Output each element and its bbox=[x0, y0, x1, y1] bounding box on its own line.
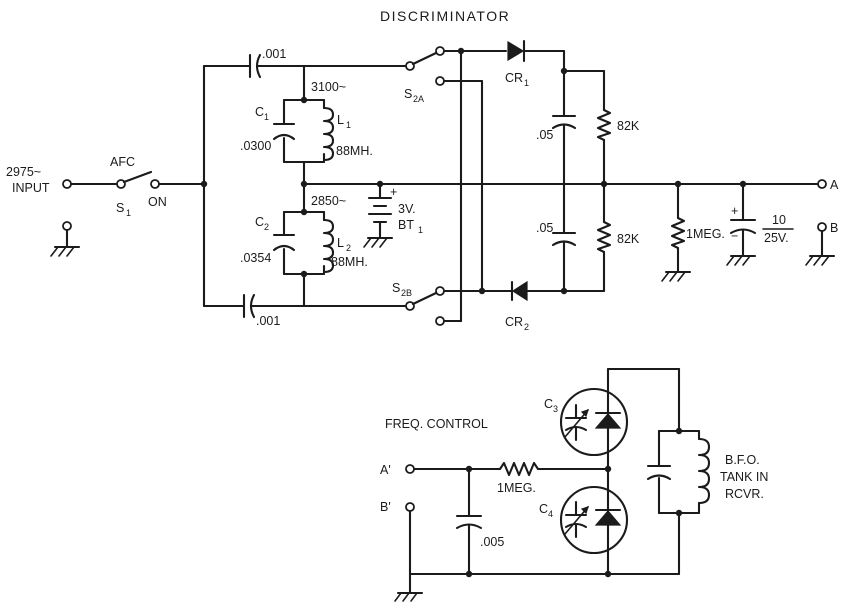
diode-cr2 bbox=[510, 280, 606, 302]
resistor-82k-upper bbox=[596, 108, 612, 142]
input-terminal bbox=[62, 179, 72, 189]
s1-subscript: 1 bbox=[126, 208, 131, 218]
cr2-label: CR bbox=[505, 315, 523, 329]
s2a-subscript: 2A bbox=[413, 94, 424, 104]
c1-subscript: 1 bbox=[264, 112, 269, 122]
c2-value: .0354 bbox=[240, 251, 271, 265]
varactor-c4 bbox=[559, 485, 629, 555]
input-label: INPUT bbox=[12, 181, 50, 195]
cap-top-label: .001 bbox=[262, 47, 286, 61]
title: DISCRIMINATOR bbox=[380, 8, 510, 24]
resistor-1meg-fc bbox=[498, 461, 540, 477]
bfo-line-2: TANK IN bbox=[720, 470, 768, 484]
c1-value: .0300 bbox=[240, 139, 271, 153]
junction-dots bbox=[200, 47, 747, 295]
l2-value: 88MH. bbox=[331, 255, 368, 269]
l1-subscript: 1 bbox=[346, 120, 351, 130]
diode-cr1 bbox=[507, 39, 566, 63]
s2b-label: S bbox=[392, 281, 400, 295]
capacitor-05-lower bbox=[551, 231, 577, 247]
battery-plus: + bbox=[390, 185, 397, 199]
switch-s2b bbox=[405, 49, 514, 326]
c2-subscript: 2 bbox=[264, 222, 269, 232]
l2-label: L bbox=[337, 236, 344, 250]
input-terminal-b-prime bbox=[405, 502, 415, 512]
bfo-tank bbox=[646, 429, 711, 515]
resistor-1meg-load bbox=[661, 182, 692, 282]
battery-label: BT bbox=[398, 218, 414, 232]
input-section bbox=[50, 170, 206, 257]
inductor-l2 bbox=[322, 218, 335, 274]
cr2-subscript: 2 bbox=[524, 322, 529, 332]
bfo-inductor bbox=[697, 437, 711, 505]
l1-label: L bbox=[337, 113, 344, 127]
c4-label: C bbox=[539, 502, 548, 516]
freq-lower-label: 2850~ bbox=[311, 194, 346, 208]
s2b-subscript: 2B bbox=[401, 288, 412, 298]
res-upper-label: 82K bbox=[617, 119, 640, 133]
varactor-c3 bbox=[559, 387, 629, 457]
cap-upper-label: .05 bbox=[536, 128, 553, 142]
c2-label: C bbox=[255, 215, 264, 229]
inductor-l1 bbox=[322, 106, 335, 162]
battery-subscript: 1 bbox=[418, 225, 423, 235]
elec-plus: + bbox=[731, 204, 738, 218]
c4-subscript: 4 bbox=[548, 509, 553, 519]
cr1-label: CR bbox=[505, 71, 523, 85]
input-a-prime-label: A' bbox=[380, 463, 391, 477]
s1-blade bbox=[122, 170, 153, 184]
s1-label: S bbox=[116, 201, 124, 215]
l1-value: 88MH. bbox=[336, 144, 373, 158]
resistor-82k-lower bbox=[596, 220, 612, 254]
capacitor-c1 bbox=[272, 122, 296, 141]
input-terminal-a-prime bbox=[405, 464, 415, 474]
battery-value: 3V. bbox=[398, 202, 416, 216]
res-lower-label: 82K bbox=[617, 232, 640, 246]
bfo-line-3: RCVR. bbox=[725, 487, 764, 501]
input-b-prime-label: B' bbox=[380, 500, 391, 514]
switch-s2a bbox=[405, 46, 508, 293]
cap-bottom-label: .001 bbox=[256, 314, 280, 328]
elec-cap-label: 10 bbox=[772, 213, 786, 227]
afc-label: AFC bbox=[110, 155, 135, 169]
c1-label: C bbox=[255, 105, 264, 119]
res-load-label: 1MEG. bbox=[686, 227, 725, 241]
capacitor-electrolytic bbox=[726, 182, 757, 266]
freq-control-wiring bbox=[394, 367, 683, 602]
battery-bt1 bbox=[363, 182, 394, 248]
output-b-label: B bbox=[830, 221, 838, 235]
cap-fc-label: .005 bbox=[480, 535, 504, 549]
elec-volt-label: 25V. bbox=[764, 231, 789, 245]
output-terminal-b bbox=[805, 222, 836, 266]
cap-lower-label: .05 bbox=[536, 221, 553, 235]
s2a-label: S bbox=[404, 87, 412, 101]
freq-upper-label: 3100~ bbox=[311, 80, 346, 94]
bfo-line-1: B.F.O. bbox=[725, 453, 760, 467]
labels: 2975~ INPUT AFC S 1 ON .001 .001 3100~ 2… bbox=[6, 47, 839, 549]
input-frequency-label: 2975~ bbox=[6, 165, 41, 179]
output-a-label: A bbox=[830, 178, 839, 192]
res-fc-label: 1MEG. bbox=[497, 481, 536, 495]
c3-label: C bbox=[544, 397, 553, 411]
capacitor-05-upper bbox=[551, 114, 577, 130]
elec-minus: − bbox=[731, 229, 738, 243]
discriminator-wiring bbox=[202, 53, 820, 319]
s1-contact-on bbox=[150, 179, 160, 189]
capacitor-c2 bbox=[272, 233, 296, 252]
output-terminal-a bbox=[817, 179, 827, 189]
load-network bbox=[562, 49, 606, 293]
c3-subscript: 3 bbox=[553, 404, 558, 414]
freq-control-label: FREQ. CONTROL bbox=[385, 417, 488, 431]
on-label: ON bbox=[148, 195, 167, 209]
l2-subscript: 2 bbox=[346, 243, 351, 253]
cr1-subscript: 1 bbox=[524, 78, 529, 88]
